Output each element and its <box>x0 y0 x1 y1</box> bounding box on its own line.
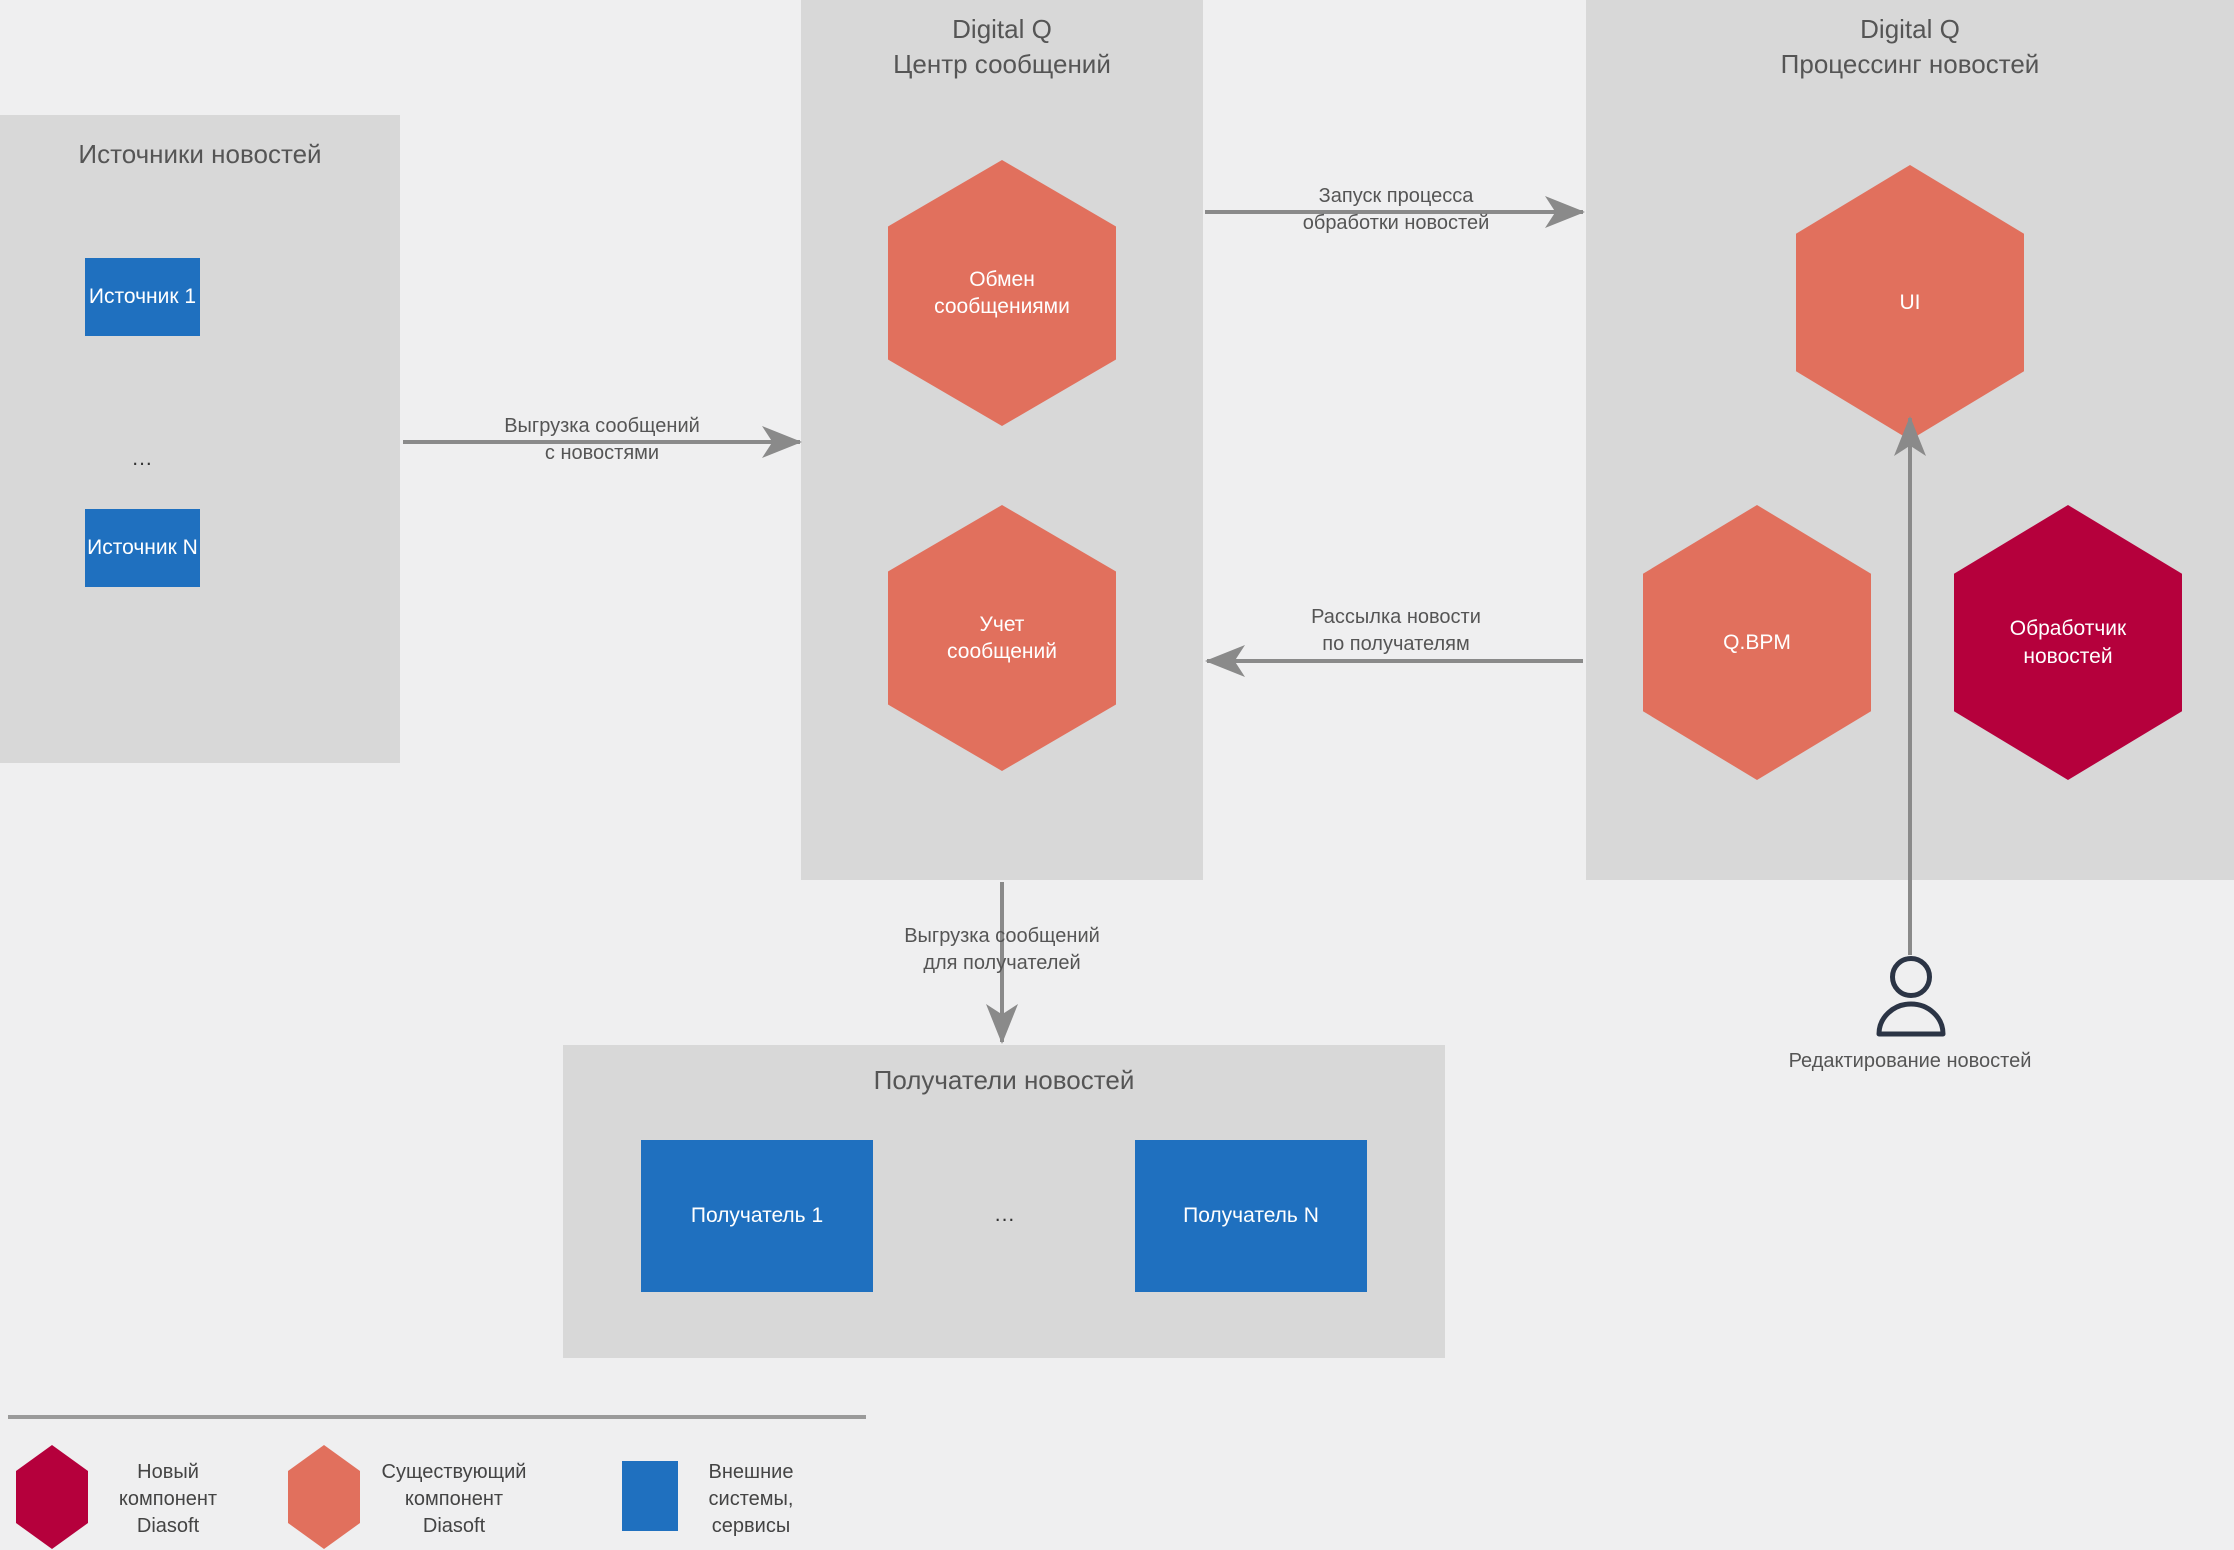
panel-news-processing: Digital Q Процессинг новостей <box>1586 0 2234 880</box>
legend-item-external-systems: Внешние системы, сервисы <box>622 1445 810 1540</box>
panel-news-sources: Источники новостей <box>0 115 400 763</box>
legend-label-new-component: Новый компонент Diasoft <box>118 1461 218 1537</box>
news-recipients-ellipsis: ... <box>994 1203 1016 1226</box>
legend-label-external-systems: Внешние системы, сервисы <box>708 1461 794 1537</box>
legend: Новый компонент Diasoft Существующий ком… <box>0 1445 900 1550</box>
node-qbpm-label: Q.BPM <box>1723 630 1791 654</box>
news-sources-ellipsis: ... <box>132 447 153 470</box>
actor-news-editor-label: Редактирование новостей <box>1788 1050 2032 1072</box>
user-icon <box>1876 956 1946 1037</box>
news-source-1-box[interactable]: Источник 1 <box>85 258 200 336</box>
news-recipient-1-box[interactable]: Получатель 1 <box>641 1140 873 1292</box>
connector-label-processing-to-center: Рассылка новости по получателям <box>1311 606 1481 655</box>
legend-swatch-external-systems <box>622 1461 678 1531</box>
panel-news-sources-title: Источники новостей <box>78 139 322 169</box>
node-message-accounting-label: Учет сообщений <box>947 612 1057 663</box>
node-message-exchange-label: Обмен сообщениями <box>934 267 1070 318</box>
panel-message-center-title: Digital Q Центр сообщений <box>893 14 1111 79</box>
news-source-n-label: Источник N <box>87 536 198 559</box>
legend-swatch-new-component <box>16 1445 88 1549</box>
actor-news-editor[interactable] <box>1865 955 1957 1037</box>
node-news-handler-label: Обработчик новостей <box>2009 617 2127 668</box>
connector-label-center-to-processing: Запуск процесса обработки новостей <box>1302 185 1490 234</box>
connector-label-sources-to-center: Выгрузка сообщений с новостями <box>504 415 700 464</box>
legend-item-new-component: Новый компонент Diasoft <box>16 1445 234 1549</box>
node-ui-label: UI <box>1899 290 1921 314</box>
news-recipient-n-label: Получатель N <box>1183 1204 1319 1227</box>
legend-swatch-existing-component <box>288 1445 360 1549</box>
news-recipient-n-box[interactable]: Получатель N <box>1135 1140 1367 1292</box>
panel-news-recipients-title: Получатели новостей <box>873 1065 1135 1095</box>
legend-item-existing-component: Существующий компонент Diasoft <box>288 1445 534 1549</box>
panel-news-processing-title: Digital Q Процессинг новостей <box>1780 14 2040 79</box>
news-recipient-1-label: Получатель 1 <box>690 1204 824 1227</box>
news-source-n-box[interactable]: Источник N <box>85 509 200 587</box>
legend-label-existing-component: Существующий компонент Diasoft <box>381 1461 527 1537</box>
connector-label-center-to-recipients: Выгрузка сообщений для получателей <box>904 925 1100 974</box>
news-source-1-label: Источник 1 <box>88 285 197 308</box>
legend-divider <box>8 1415 866 1419</box>
